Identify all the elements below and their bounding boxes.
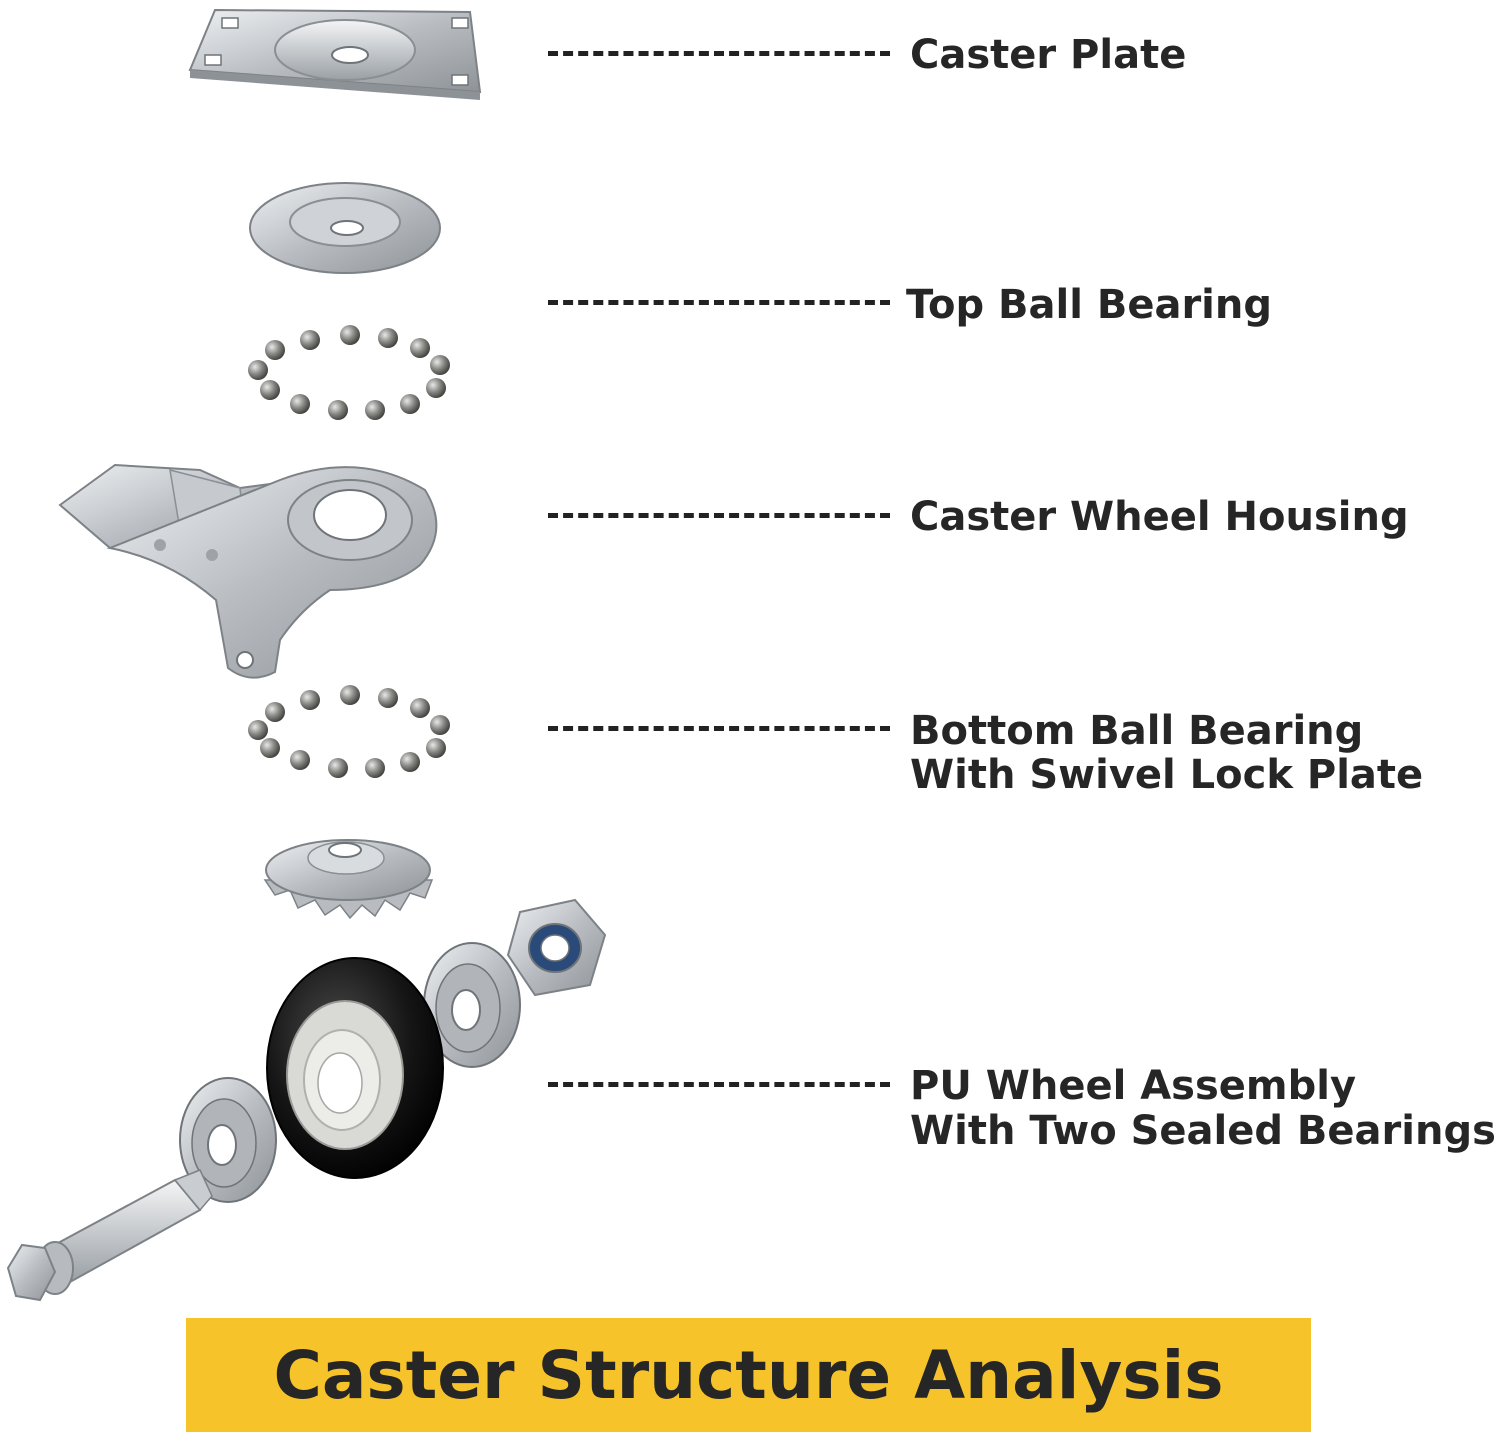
label-bottom-ball-bearing-line1: Bottom Ball Bearing xyxy=(910,708,1364,754)
label-pu-wheel-line2: With Two Sealed Bearings xyxy=(910,1108,1496,1154)
leader-line-caster-plate xyxy=(548,51,890,56)
label-bottom-ball-bearing-line2: With Swivel Lock Plate xyxy=(910,752,1424,798)
right-sealed-bearing-part xyxy=(423,942,521,1068)
pu-wheel-part xyxy=(266,957,444,1179)
title-banner: Caster Structure Analysis xyxy=(186,1318,1311,1432)
bottom-ball-bearing-part xyxy=(248,685,450,778)
caster-wheel-housing-part xyxy=(58,463,438,679)
leader-line-bottom-ball-bearing xyxy=(548,726,890,731)
label-top-ball-bearing: Top Ball Bearing xyxy=(906,282,1272,328)
left-sealed-bearing-part xyxy=(179,1077,277,1203)
leader-line-pu-wheel xyxy=(548,1082,890,1087)
caster-plate-part xyxy=(188,8,482,100)
leader-line-caster-wheel-housing xyxy=(548,513,890,518)
swivel-lock-plate-part xyxy=(263,839,434,920)
banner-title: Caster Structure Analysis xyxy=(273,1336,1224,1414)
label-pu-wheel-line1: PU Wheel Assembly xyxy=(910,1063,1357,1109)
top-ball-bearing-part xyxy=(248,325,450,420)
leader-line-top-ball-bearing xyxy=(548,300,890,305)
label-caster-wheel-housing: Caster Wheel Housing xyxy=(910,494,1409,540)
axle-bolt-part xyxy=(6,1169,213,1302)
top-race-part xyxy=(249,182,441,274)
label-caster-plate: Caster Plate xyxy=(910,32,1187,78)
lock-nut-part xyxy=(506,898,607,997)
